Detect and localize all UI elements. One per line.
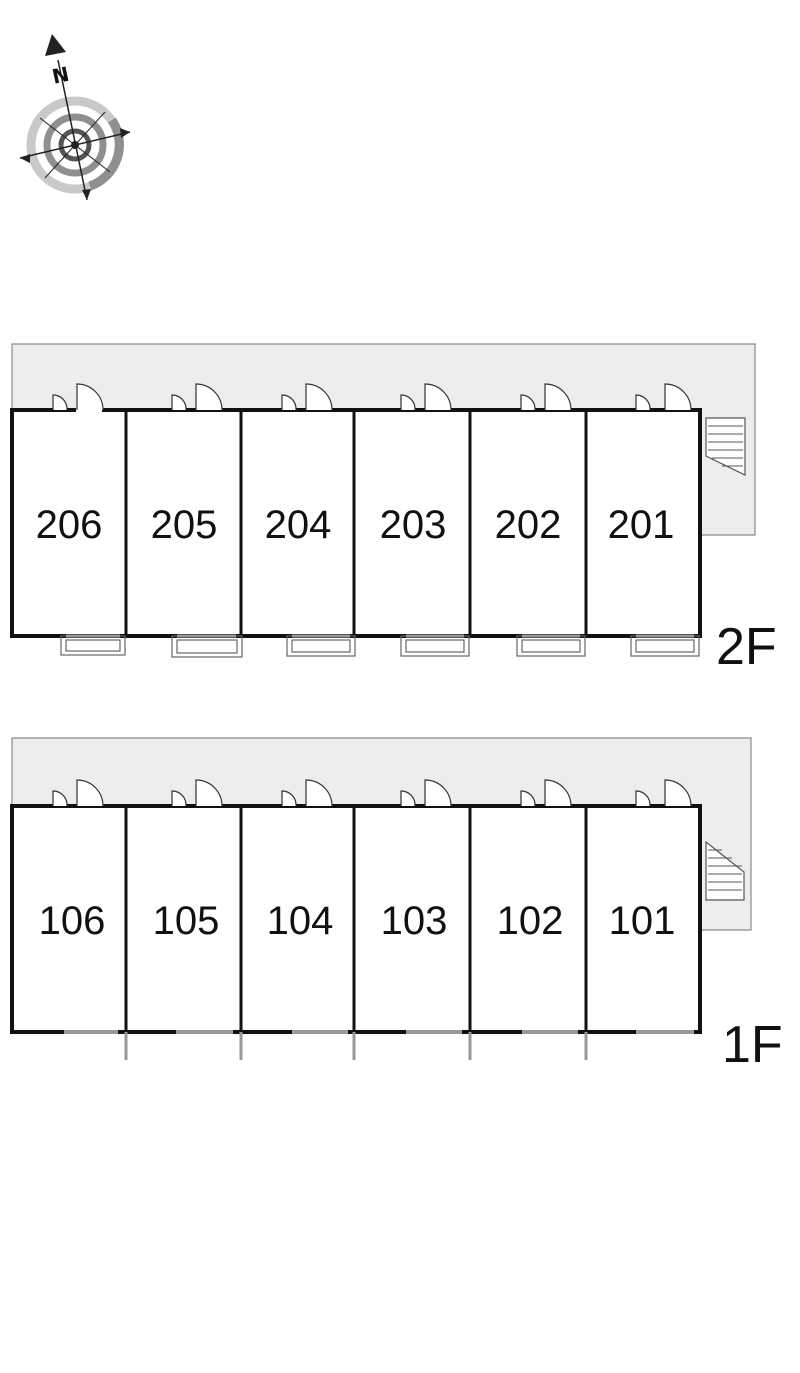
door-icon — [520, 383, 572, 411]
door-icon — [635, 779, 692, 807]
unit-label: 101 — [609, 899, 676, 943]
door-icon — [635, 383, 692, 411]
floor-label: 2F — [716, 618, 777, 676]
balcony — [286, 635, 356, 657]
balcony — [60, 635, 126, 656]
door-icon — [52, 383, 104, 414]
compass-north-label: N — [50, 62, 71, 89]
units-block-2f — [10, 408, 702, 638]
unit-label: 106 — [39, 899, 106, 943]
floor-label: 1F — [722, 1016, 783, 1074]
unit-label: 205 — [151, 503, 218, 547]
floor-1f: 106 105 104 103 102 101 1F — [10, 737, 783, 1074]
door-icon — [171, 779, 223, 807]
unit-label: 105 — [153, 899, 220, 943]
partition-stubs — [124, 1032, 588, 1060]
door-icon — [281, 383, 333, 411]
unit-label: 104 — [267, 899, 334, 943]
door-icon — [400, 383, 452, 411]
door-icon — [400, 779, 452, 807]
door-icon — [520, 779, 572, 807]
compass-icon: N — [19, 34, 131, 201]
units-block-1f — [10, 804, 702, 1034]
balcony — [630, 635, 700, 657]
stairs-icon — [705, 417, 746, 476]
stairs-icon — [705, 840, 745, 901]
unit-label: 202 — [495, 503, 562, 547]
unit-label: 204 — [265, 503, 332, 547]
balcony — [516, 635, 586, 657]
floor-2f: 206 205 204 203 202 201 2F — [10, 343, 777, 676]
unit-label: 103 — [381, 899, 448, 943]
balcony — [171, 635, 243, 658]
balcony — [400, 635, 470, 657]
door-icon — [52, 779, 104, 807]
unit-label: 201 — [608, 503, 675, 547]
unit-label: 206 — [36, 503, 103, 547]
unit-label: 203 — [380, 503, 447, 547]
door-icon — [171, 383, 223, 411]
door-icon — [281, 779, 333, 807]
unit-label: 102 — [497, 899, 564, 943]
